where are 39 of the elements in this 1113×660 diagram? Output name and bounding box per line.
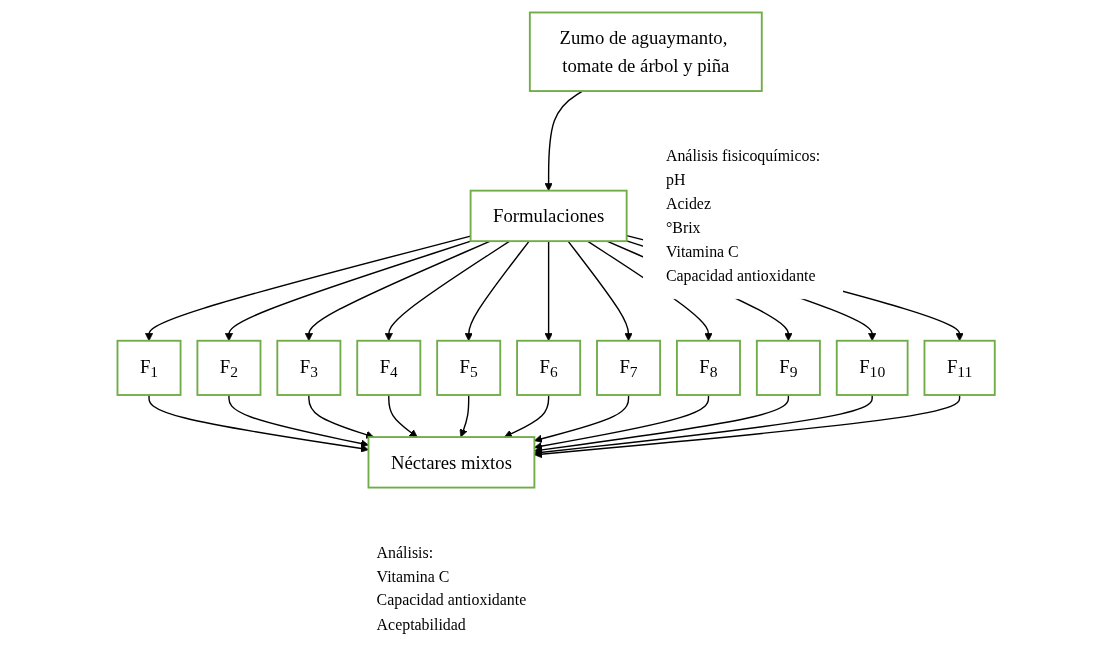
node-box: F$_{8}$ bbox=[676, 339, 742, 396]
node-label: pH bbox=[666, 171, 686, 189]
arrow bbox=[385, 240, 511, 342]
arrow bbox=[225, 240, 472, 342]
node-box: F$_{1}$ bbox=[116, 339, 182, 396]
arrow bbox=[145, 235, 472, 342]
node-label: Aceptabilidad bbox=[376, 615, 467, 634]
node-label: Capacidad antioxidante bbox=[376, 591, 527, 610]
node-box: Néctares mixtos bbox=[367, 436, 536, 489]
node-box: F$_{2}$ bbox=[196, 339, 262, 396]
arrow bbox=[388, 394, 418, 438]
arrow bbox=[464, 240, 531, 342]
node-box: F$_{9}$ bbox=[756, 339, 822, 396]
node-box: F$_{7}$ bbox=[596, 339, 662, 396]
node-box: F$_{10}$ bbox=[836, 339, 909, 396]
node-label: Análisis: bbox=[376, 543, 434, 562]
node-box: F$_{6}$ bbox=[516, 339, 582, 396]
arrow bbox=[504, 394, 550, 438]
arrow bbox=[534, 394, 710, 451]
arrow bbox=[534, 394, 630, 443]
node-label: Vitamina C bbox=[376, 567, 450, 586]
arrow bbox=[534, 394, 790, 454]
arrow bbox=[544, 90, 584, 191]
arrow bbox=[544, 240, 554, 342]
node-box: Formulaciones bbox=[470, 189, 628, 243]
node-box: F$_{4}$ bbox=[356, 339, 422, 396]
node-box: F$_{11}$ bbox=[923, 339, 997, 396]
node-box: F$_{5}$ bbox=[436, 339, 502, 396]
node-label: °Brix bbox=[666, 218, 701, 237]
node-box: Zumo de aguaymanto, tomate de árbol y piña bbox=[529, 11, 764, 92]
arrow bbox=[567, 240, 634, 342]
arrow bbox=[459, 394, 470, 438]
node-box: F$_{3}$ bbox=[276, 339, 342, 396]
node-label: Vitamina C bbox=[666, 242, 740, 261]
node-label: Acidez bbox=[666, 194, 712, 213]
node-label: Análisis fisicoquímicos: bbox=[666, 147, 821, 165]
node-label: Capacidad antioxidante bbox=[666, 266, 816, 285]
arrow bbox=[534, 394, 961, 459]
arrow bbox=[308, 394, 375, 439]
